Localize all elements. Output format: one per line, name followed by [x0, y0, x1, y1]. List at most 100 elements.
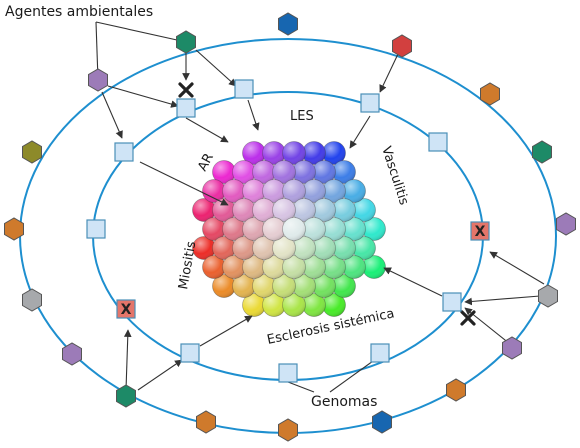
- blocked-genome-square: [470, 221, 490, 241]
- cell-ball-shade: [252, 160, 276, 184]
- agent-hexagon: [116, 384, 136, 408]
- agent-hexagons: [4, 12, 576, 442]
- cell-ball-shade: [332, 236, 356, 260]
- blocked-mark: X: [475, 224, 486, 240]
- agent-hexagon: [176, 30, 196, 54]
- agent-hexagon: [446, 378, 466, 402]
- cell-ball-shade: [322, 293, 346, 317]
- genome-square: [176, 98, 196, 118]
- genome-square: [442, 292, 462, 312]
- cell-ball-shade: [252, 274, 276, 298]
- cell-ball-shade: [202, 217, 226, 241]
- miositis-label: Miositis: [176, 240, 199, 291]
- cell-ball-shade: [192, 236, 216, 260]
- cell-ball-shade: [232, 160, 256, 184]
- agent-hexagon: [4, 217, 24, 241]
- cell-ball-shade: [282, 179, 306, 203]
- cell-ball-shade: [302, 179, 326, 203]
- cell-ball-shade: [292, 198, 316, 222]
- genome-square: [428, 132, 448, 152]
- agent-hexagon: [22, 140, 42, 164]
- cell-ball-shade: [212, 198, 236, 222]
- cell-ball-shade: [302, 217, 326, 241]
- agent-hexagon: [502, 336, 522, 360]
- cell-ball-shade: [322, 141, 346, 165]
- cell-ball-shade: [282, 293, 306, 317]
- agent-hexagon: [480, 82, 500, 106]
- genome-square: [278, 363, 298, 383]
- cell-ball-shade: [192, 198, 216, 222]
- cell-ball-shade: [292, 236, 316, 260]
- block-crosses: [178, 82, 476, 326]
- cell-ball-shade: [322, 255, 346, 279]
- cell-ball-shade: [272, 198, 296, 222]
- cell-ball-shade: [282, 255, 306, 279]
- cell-ball-shade: [222, 255, 246, 279]
- genome-square: [234, 79, 254, 99]
- cell-ball-shade: [352, 236, 376, 260]
- cell-ball-shade: [262, 141, 286, 165]
- cell-ball-shade: [342, 179, 366, 203]
- cell-ball-shade: [322, 179, 346, 203]
- agent-hexagon: [538, 284, 558, 308]
- disease-cell-cluster: [192, 141, 386, 317]
- genome-square: [360, 93, 380, 113]
- cell-ball-shade: [242, 141, 266, 165]
- genome-square: [370, 343, 390, 363]
- agent-hexagon: [196, 410, 216, 434]
- cell-ball-shade: [232, 198, 256, 222]
- cell-ball-shade: [222, 217, 246, 241]
- cell-ball-shade: [262, 179, 286, 203]
- cell-ball-shade: [272, 274, 296, 298]
- cell-ball-shade: [212, 160, 236, 184]
- cell-ball-shade: [342, 217, 366, 241]
- cell-ball-shade: [242, 255, 266, 279]
- cell-ball-shade: [212, 236, 236, 260]
- cell-ball-shade: [312, 160, 336, 184]
- agent-hexagon: [22, 288, 42, 312]
- blocked-mark: X: [121, 302, 132, 318]
- ar-label: AR: [195, 151, 217, 174]
- cell-ball-shade: [272, 236, 296, 260]
- cell-ball-shade: [212, 274, 236, 298]
- cell-ball-shade: [222, 179, 246, 203]
- cell-ball-shade: [332, 274, 356, 298]
- cell-ball-shade: [252, 198, 276, 222]
- agent-hexagon: [62, 342, 82, 366]
- cell-ball-shade: [312, 274, 336, 298]
- cell-ball-shade: [302, 255, 326, 279]
- cell-ball-shade: [342, 255, 366, 279]
- cell-ball-shade: [322, 217, 346, 241]
- blocked-genome-square: [116, 299, 136, 319]
- cell-ball-shade: [242, 293, 266, 317]
- cell-ball-shade: [232, 274, 256, 298]
- cell-ball-shade: [282, 141, 306, 165]
- cell-ball-shade: [242, 217, 266, 241]
- cell-ball-shade: [242, 179, 266, 203]
- cell-ball-shade: [292, 274, 316, 298]
- agent-hexagon: [88, 68, 108, 92]
- genome-square: [86, 219, 106, 239]
- cell-ball-shade: [272, 160, 296, 184]
- cell-ball-shade: [202, 255, 226, 279]
- cell-ball-shade: [362, 217, 386, 241]
- vasculitis-label: Vasculitis: [378, 145, 411, 208]
- genomes-label: Genomas: [311, 394, 377, 410]
- cell-ball-shade: [332, 160, 356, 184]
- cell-ball-shade: [232, 236, 256, 260]
- cell-ball-shade: [352, 198, 376, 222]
- cell-ball-shade: [282, 217, 306, 241]
- cell-ball-shade: [302, 293, 326, 317]
- cell-ball-shade: [302, 141, 326, 165]
- cell-ball-shade: [312, 236, 336, 260]
- agent-hexagon: [532, 140, 552, 164]
- genome-square: [180, 343, 200, 363]
- cell-ball-shade: [262, 217, 286, 241]
- cell-ball-shade: [252, 236, 276, 260]
- connector-arrows: [95, 21, 545, 393]
- agents-label: Agentes ambientales: [5, 4, 153, 20]
- cell-ball-shade: [202, 179, 226, 203]
- cell-ball-shade: [262, 293, 286, 317]
- agent-hexagon: [372, 410, 392, 434]
